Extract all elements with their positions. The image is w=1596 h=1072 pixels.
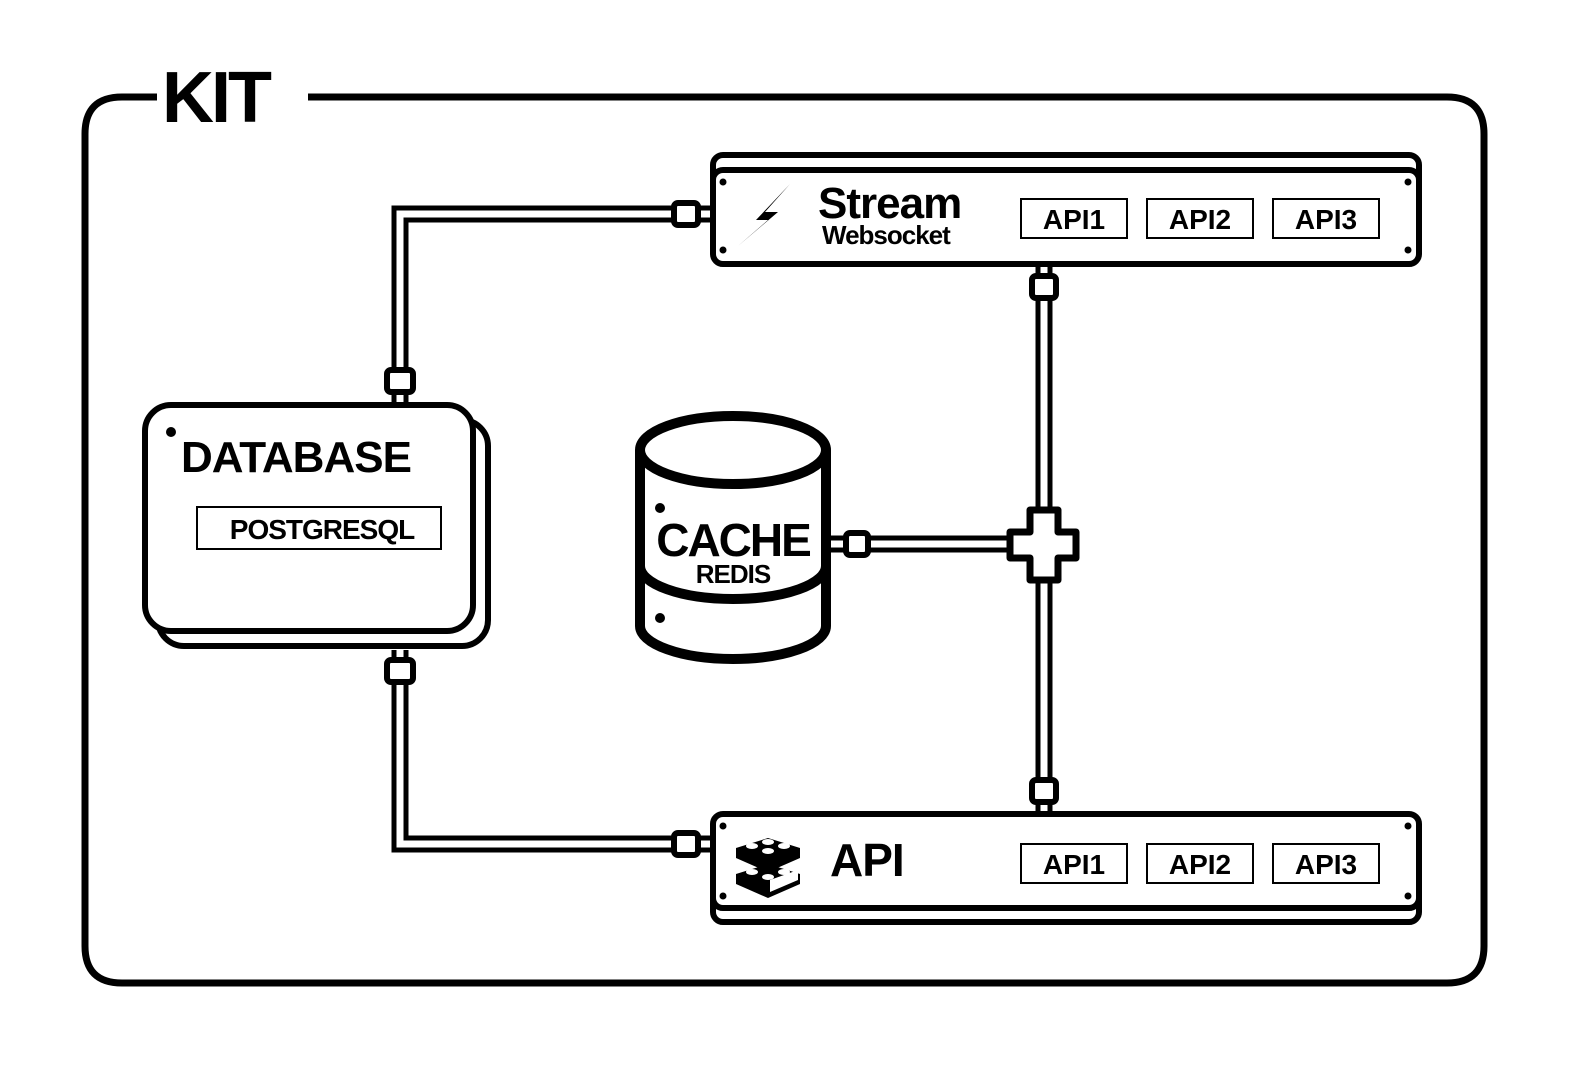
stream-api-badge-3[interactable]: API3 [1272,198,1380,239]
database-engine-badge [196,506,442,550]
database-title: DATABASE [181,433,411,482]
api-badge-label: API2 [1169,849,1231,880]
api-badge-label: API1 [1043,849,1105,880]
api-badge-2[interactable]: API2 [1146,843,1254,884]
cache-title: CACHE [656,514,810,566]
stream-subtitle: Websocket [822,220,951,250]
stream-title: Stream [818,179,961,228]
database-engine-label: POSTGRESQL [230,514,415,545]
pipe-stream-api [1029,266,1059,814]
stream-node[interactable]: Stream Websocket API1 API2 API3 [710,152,1422,267]
cache-subtitle: REDIS [696,559,771,589]
kit-container: KIT [81,58,1488,987]
cache-node[interactable]: CACHE REDIS [635,411,831,664]
stream-api-badge-1[interactable]: API1 [1020,198,1128,239]
api-badge-label: API2 [1169,204,1231,235]
api-badge-label: API1 [1043,204,1105,235]
api-title: API [830,834,904,886]
pipe-database-stream [384,200,712,402]
stream-api-badge-2[interactable]: API2 [1146,198,1254,239]
api-badge-label: API3 [1295,204,1357,235]
api-badge-3[interactable]: API3 [1272,843,1380,884]
api-badge-label: API3 [1295,849,1357,880]
pipe-cache-junction [830,530,1012,558]
junction-cross [1006,506,1080,584]
container-title: KIT [162,58,272,138]
database-node[interactable]: DATABASE POSTGRESQL [142,402,491,649]
api-node[interactable]: API API1 API2 API3 [710,811,1422,925]
lightning-icon [738,184,790,246]
cylinder-icon [635,411,831,664]
lego-bricks-icon [736,838,800,898]
api-badge-1[interactable]: API1 [1020,843,1128,884]
pipe-database-api [384,650,712,858]
